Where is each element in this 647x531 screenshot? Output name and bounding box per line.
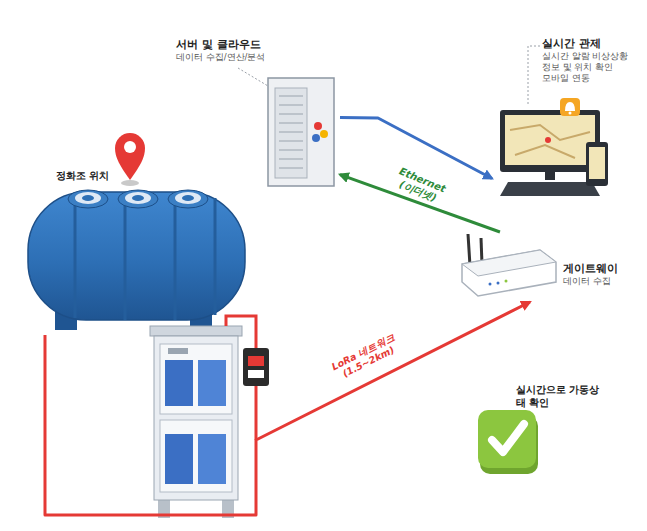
server-tower [320,130,328,138]
monitoring-station [500,98,608,196]
monitoring-station [565,102,575,111]
septic-tank [74,196,77,318]
location-pin [121,180,139,186]
control-cabinet [150,326,242,336]
monitoring-station [510,125,590,158]
manhole [175,192,201,204]
control-cabinet [150,326,242,518]
gateway-router [505,280,508,283]
gateway-router [489,283,492,286]
status-check [478,410,538,474]
leader-line [528,46,540,104]
gateway-router [462,234,556,296]
manhole [132,195,144,201]
manhole [75,192,101,204]
manhole [168,190,208,208]
gateway-router [497,282,500,285]
control-cabinet [160,420,232,492]
control-cabinet [160,344,232,414]
monitoring-station [586,142,608,186]
monitoring-station [500,110,600,172]
node-heading: 실시간 관제 [542,37,640,51]
sensor-box [243,348,269,386]
server-tower [314,122,322,130]
monitoring-node: 실시간 관제실시간 알람 비상상황 정보 및 위치 확인 모바일 연동 [492,35,643,210]
node-body: 데이터 수집 [563,276,637,287]
septic-tank [28,190,245,330]
monitoring-station [545,172,555,180]
monitoring-station [560,98,580,116]
tank-node: 정화조 위치 [38,165,250,335]
sensor-box [248,356,264,366]
septic-tank [214,198,217,315]
text-group: 실시간 관제실시간 알람 비상상황 정보 및 위치 확인 모바일 연동 [492,35,643,83]
node-heading: 서버 및 클라우드 [176,38,337,52]
status-label: 실시간으로 가동상태 확인 [516,384,600,409]
monitoring-station [589,147,605,179]
location-pin [124,141,136,153]
gateway-router [468,234,470,266]
server-tower [279,105,303,106]
monitoring-station [505,115,595,165]
location-pin [115,133,145,186]
server-tower [279,123,303,124]
control-cabinet [198,434,226,484]
location-label: 정화조 위치 [56,169,247,182]
server-tower [279,150,303,151]
monitoring-station [569,112,572,115]
edge-label: LoRa 네트워크 (1.5~2km) [318,324,415,389]
server-tower [279,141,303,142]
manhole [82,195,94,201]
edge-label: Ethernet (이더넷) [384,161,457,211]
status-check [478,410,536,468]
septic-tank [124,194,127,320]
text-group: 정화조 위치 [38,165,250,182]
control-cabinet [198,360,226,406]
server-tower [279,96,303,97]
status-check [492,424,524,452]
sensor-box [255,386,258,440]
control-cabinet [165,360,193,406]
location-pin [115,133,145,180]
server-tower [268,78,334,186]
sensor-box [226,316,269,440]
server-tower [275,88,307,178]
septic-tank [174,194,177,320]
text-group: 서버 및 클라우드데이터 수집/연산/분석 [170,36,340,63]
control-cabinet [154,336,238,500]
manhole [68,190,108,208]
gateway-node: 게이트웨이데이터 수집 [455,232,640,302]
text-group: 게이트웨이데이터 수집 [455,232,640,286]
server-tower [279,114,303,115]
node-heading: 게이트웨이 [563,262,637,276]
septic-tank [75,194,215,320]
manhole [182,195,194,201]
server-tower [312,134,320,142]
sensor-box [226,316,256,348]
node-body: 실시간 알람 비상상황 정보 및 위치 확인 모바일 연동 [542,51,640,83]
manhole [68,190,208,208]
septic-tank [28,192,245,320]
manhole [118,190,158,208]
server-tower [268,78,334,186]
server-tower [279,168,303,169]
gateway-router [462,250,556,276]
control-cabinet [165,434,193,484]
node-body: 데이터 수집/연산/분석 [176,52,337,63]
server-tower [279,96,303,168]
leader-line [238,68,268,86]
server-tower [279,159,303,160]
control-cabinet [168,348,188,354]
sensor-box [248,370,264,378]
server-node: 서버 및 클라우드데이터 수집/연산/분석 [170,36,340,190]
lora-link [45,302,530,515]
server-tower [279,132,303,133]
manhole [125,192,151,204]
gateway-router [462,250,556,296]
monitoring-station [500,182,600,196]
monitoring-station [545,137,551,143]
